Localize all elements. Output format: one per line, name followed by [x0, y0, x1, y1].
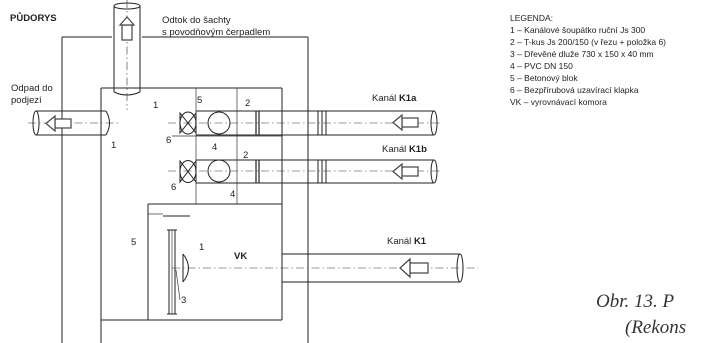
outflow-shaft-label-2: s povodňovým čerpadlem — [162, 27, 270, 38]
channel-k1-label: Kanál K1 — [387, 236, 427, 247]
channel-k1a-label: Kanál K1a — [372, 93, 417, 104]
legend-item: 2 – T-kus Js 200/150 (v řezu + položka 6… — [510, 37, 666, 47]
label-2-a: 2 — [245, 98, 250, 109]
label-6-a: 6 — [166, 135, 171, 146]
pipeline-k1b — [168, 159, 440, 184]
figure-caption-line-2: (Rekons — [625, 317, 686, 338]
block-grid-lines — [172, 88, 282, 204]
label-3-vk: 3 — [181, 295, 186, 306]
pipeline-k1 — [167, 229, 478, 315]
label-4-b: 4 — [230, 189, 235, 200]
label-1-vk: 1 — [199, 242, 204, 253]
plan-title: PŮDORYS — [10, 12, 57, 24]
waste-label-2: podjezí — [11, 95, 42, 106]
legend: LEGENDA: 1 – Kanálové šoupátko ruční Js … — [510, 13, 666, 107]
legend-item: 6 – Bezpřírubová uzavírací klapka — [510, 85, 639, 95]
legend-item: 5 – Betonový blok — [510, 73, 578, 83]
channel-k1b-label: Kanál K1b — [382, 144, 427, 155]
waste-label-1: Odpad do — [11, 83, 53, 94]
inner-chamber — [100, 87, 283, 343]
legend-title: LEGENDA: — [510, 13, 553, 23]
label-5-b: 5 — [131, 237, 136, 248]
label-6-b: 6 — [171, 182, 176, 193]
outer-chamber — [61, 36, 309, 343]
figure-caption-line-1: Obr. 13. P — [596, 291, 675, 312]
label-1-left: 1 — [111, 140, 116, 151]
outflow-pipe — [113, 0, 141, 110]
legend-item: 1 – Kanálové šoupátko ruční Js 300 — [510, 25, 645, 35]
waste-pipe — [28, 110, 120, 136]
vk-label: VK — [234, 251, 247, 262]
legend-item: VK – vyrovnávací komora — [510, 97, 607, 107]
legend-item: 4 – PVC DN 150 — [510, 61, 573, 71]
legend-item: 3 – Dřevěné dluže 730 x 150 x 40 mm — [510, 49, 654, 59]
pipeline-k1a — [168, 110, 440, 136]
label-1-top: 1 — [153, 100, 158, 111]
label-4-a: 4 — [212, 142, 217, 153]
label-5-a: 5 — [197, 95, 202, 106]
outflow-shaft-label-1: Odtok do šachty — [162, 15, 231, 26]
label-2-b: 2 — [243, 150, 248, 161]
vk-chamber — [147, 203, 282, 320]
